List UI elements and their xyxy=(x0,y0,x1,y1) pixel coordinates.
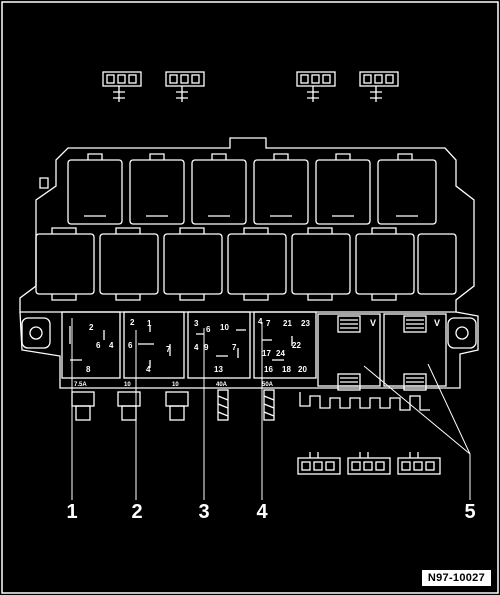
terminal-label: 6 xyxy=(206,325,211,334)
lower-carrier-strip xyxy=(19,311,479,389)
relay-1 xyxy=(61,311,121,379)
callout-4: 4 xyxy=(256,501,268,523)
fuse-rating-label: 10 xyxy=(124,382,131,388)
terminal-label: 6 xyxy=(128,341,133,350)
callout-5: 5 xyxy=(464,501,476,523)
mount-hole-icon xyxy=(29,326,43,340)
terminal-label: 16 xyxy=(264,365,273,374)
fuse-bolts xyxy=(71,389,275,421)
terminal-label: 4 xyxy=(109,341,114,350)
terminal-label: 24 xyxy=(276,349,285,358)
terminal-label: 22 xyxy=(292,341,301,350)
relay-3 xyxy=(187,311,251,379)
upper-relay-row xyxy=(67,153,437,225)
terminal-label: 1 xyxy=(147,319,152,328)
middle-relay-row xyxy=(35,227,457,301)
terminal-label: 20 xyxy=(298,365,307,374)
connector-letter: V xyxy=(370,318,376,328)
terminal-label: 2 xyxy=(130,318,135,327)
terminal-label: 6 xyxy=(96,341,101,350)
terminal-label: 10 xyxy=(220,323,229,332)
connector-plug-icon xyxy=(397,452,441,475)
connector-plug-icon xyxy=(102,71,142,102)
callout-1: 1 xyxy=(66,501,78,523)
terminal-label: 4 xyxy=(146,365,151,374)
carrier-housing xyxy=(19,137,475,313)
fuse-rating-label: 10 xyxy=(172,382,179,388)
figure-id-label: N97-10027 xyxy=(421,570,491,586)
relay-4 xyxy=(253,311,317,379)
terminal-label: 7 xyxy=(166,345,171,354)
terminal-label: 4 xyxy=(258,317,263,326)
connector-plug-icon xyxy=(347,452,391,475)
housing-tab xyxy=(39,177,49,189)
top-connectors xyxy=(102,71,399,102)
fuse-rating-label: 40A xyxy=(216,382,228,388)
terminal-label: 17 xyxy=(262,349,271,358)
terminal-label: 8 xyxy=(86,365,91,374)
terminal-label: 7 xyxy=(232,343,237,352)
connector-plug-icon xyxy=(165,71,205,102)
lower-connectors xyxy=(297,452,441,475)
callout-2: 2 xyxy=(131,501,143,523)
terminal-label: 21 xyxy=(283,319,292,328)
connector-plug-icon xyxy=(359,71,399,102)
terminal-label: 9 xyxy=(204,343,209,352)
terminal-label: 7 xyxy=(266,319,271,328)
connector-letter: V xyxy=(434,318,440,328)
terminal-label: 13 xyxy=(214,365,223,374)
callout-3: 3 xyxy=(198,501,210,523)
fuse-rating-label: 7.5A xyxy=(74,382,87,388)
terminal-label: 18 xyxy=(282,365,291,374)
connector-plug-icon xyxy=(296,71,336,102)
connector-plug-icon xyxy=(297,452,341,475)
mount-hole-icon xyxy=(455,326,469,340)
fuse-rating-label: 50A xyxy=(262,382,274,388)
connector-housings xyxy=(299,313,447,411)
terminal-label: 2 xyxy=(89,323,94,332)
terminal-label: 4 xyxy=(194,343,199,352)
terminal-label: 23 xyxy=(301,319,310,328)
relay-2 xyxy=(123,311,185,379)
terminal-label: 3 xyxy=(194,319,199,328)
leader-lines xyxy=(71,318,471,500)
